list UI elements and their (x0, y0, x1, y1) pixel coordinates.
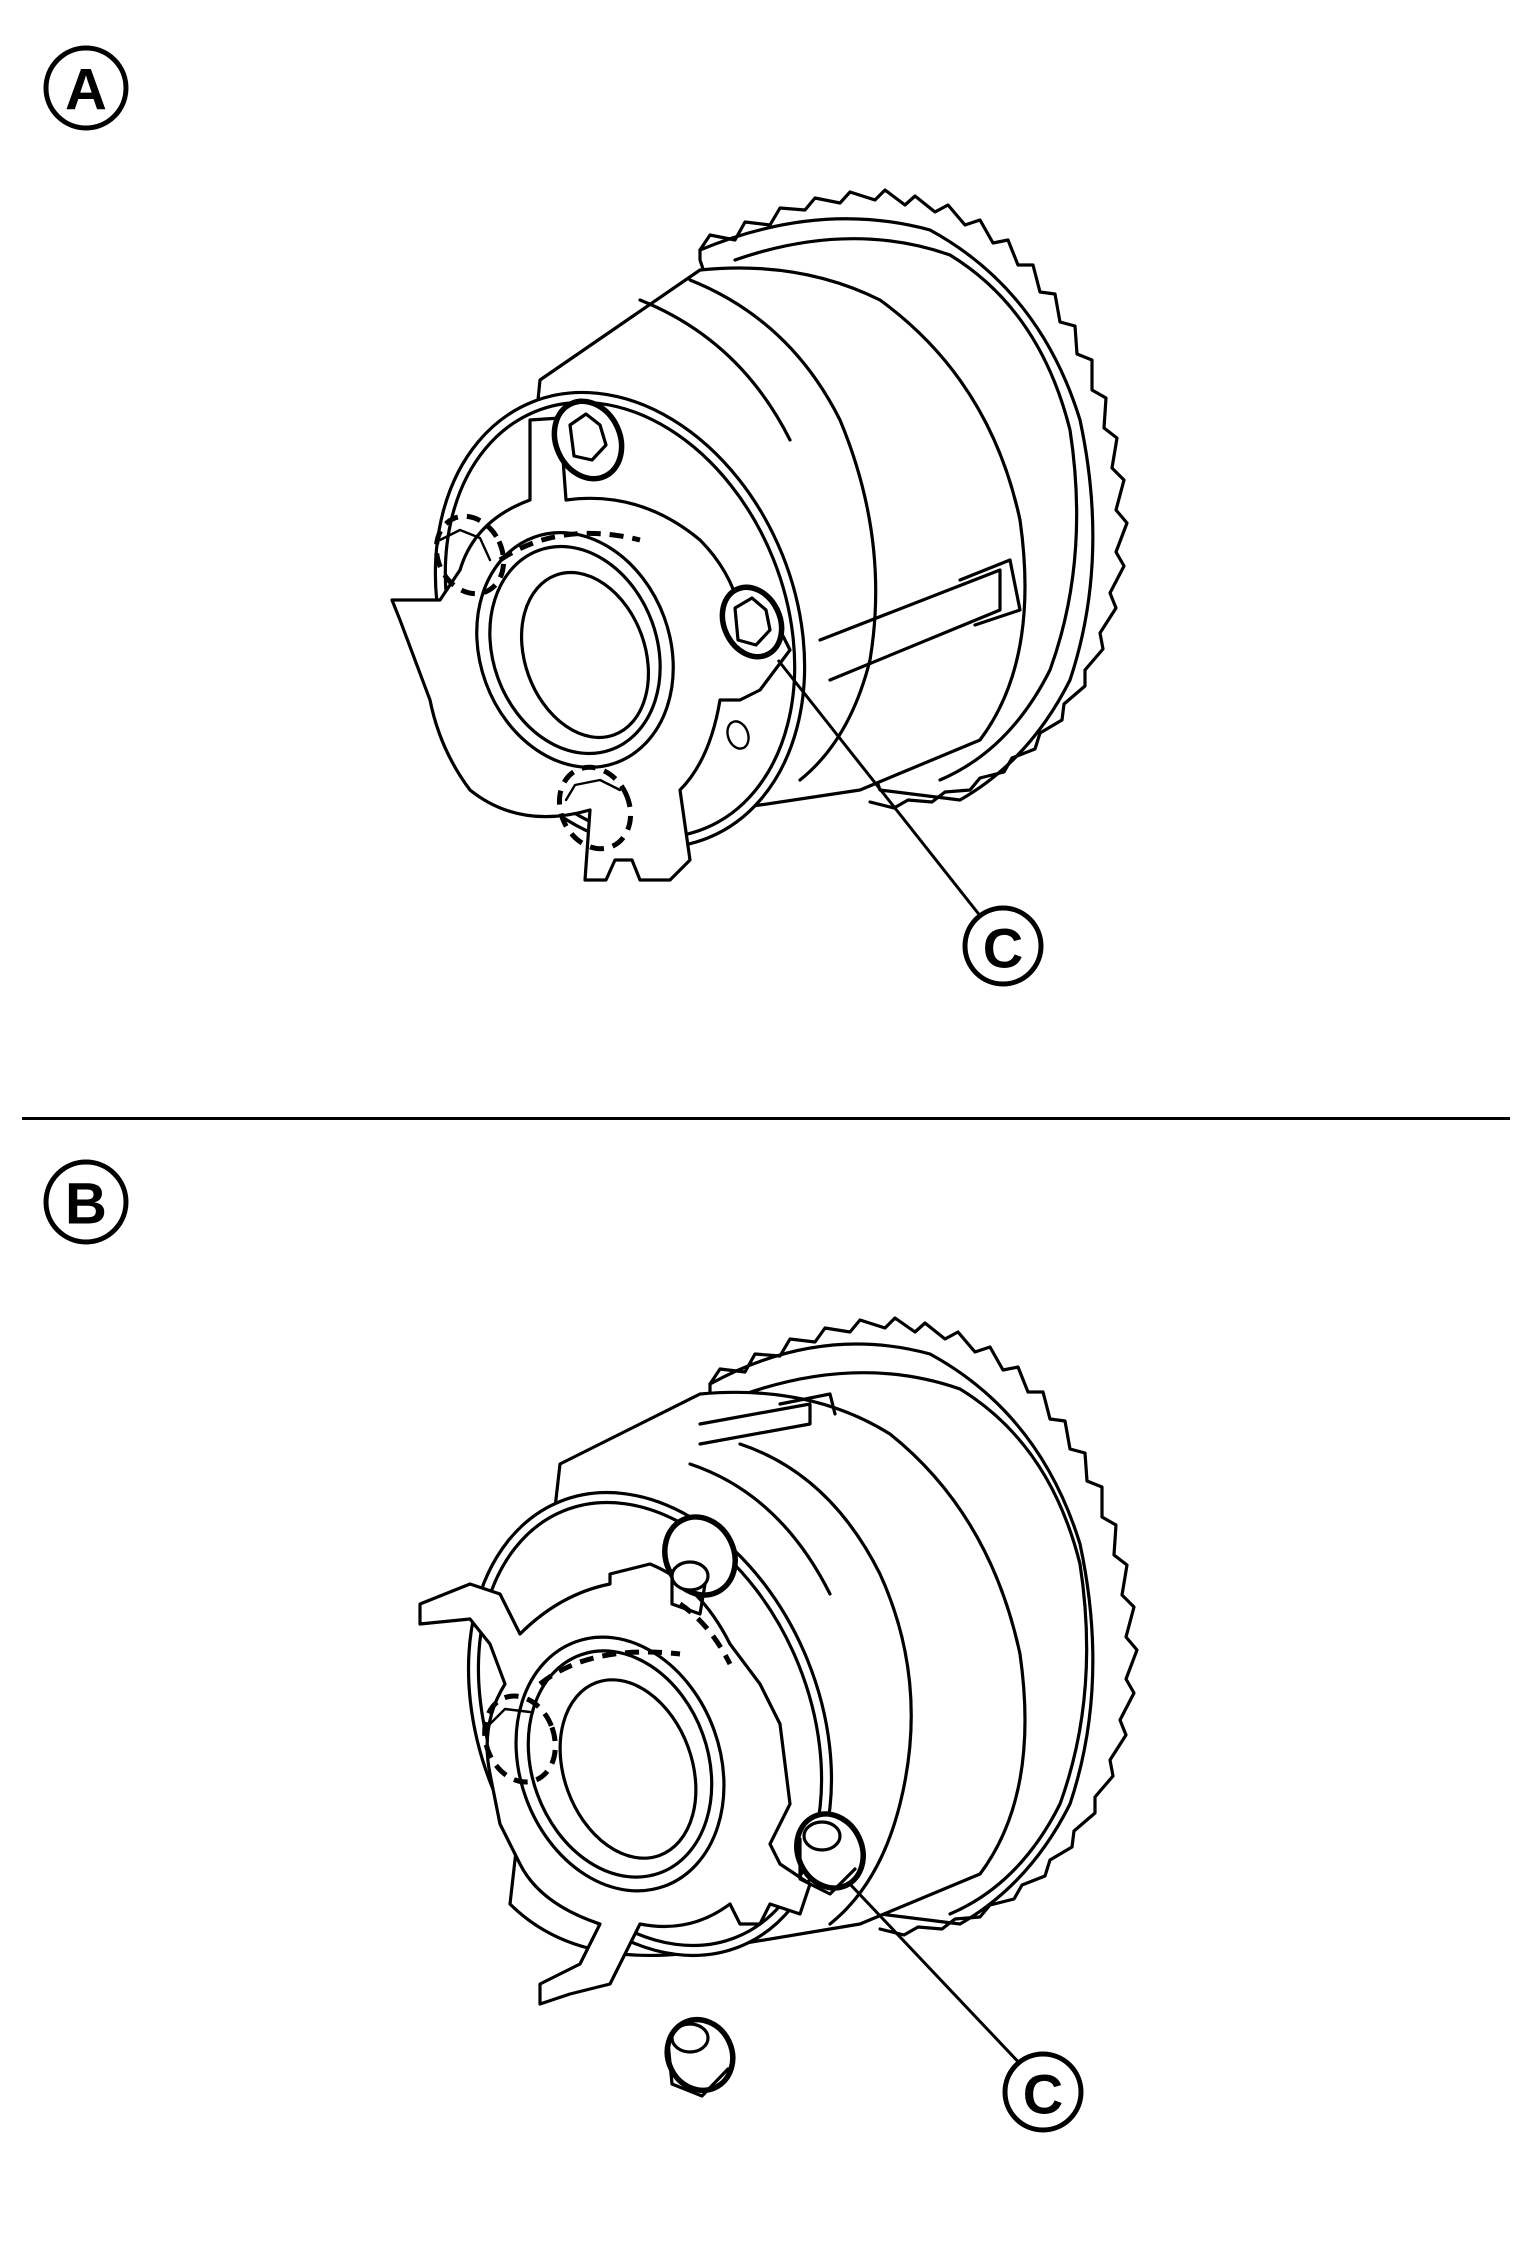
bolt-right-b (794, 1811, 866, 1896)
bolt-bottom-b (664, 2016, 736, 2098)
retaining-plate-b (418, 1562, 812, 2006)
callout-c-a: C (776, 659, 1044, 987)
panel-divider (22, 1117, 1510, 1120)
bolt-right-a (719, 584, 785, 660)
callout-c-b: C (846, 1880, 1084, 2133)
hidden-feature-left-a (433, 513, 507, 597)
camshaft-sprocket-drawing-b: B (43, 1159, 1139, 2133)
hidden-arc-b (538, 1601, 733, 1686)
camshaft-sprocket-drawing-a: A (43, 45, 1129, 987)
panel-label-b: B (43, 1159, 129, 1245)
panel-label-a-text: A (65, 58, 107, 123)
callout-c-b-text: C (1023, 2063, 1063, 2126)
panel-b: B (0, 1124, 1535, 2244)
panel-label-a: A (43, 45, 129, 131)
panel-label-b-text: B (65, 1172, 107, 1237)
panel-a: A (0, 0, 1535, 1120)
hidden-feature-left-b (482, 1693, 558, 1785)
bolt-top-a (551, 398, 625, 482)
callout-c-a-text: C (983, 917, 1023, 980)
hidden-feature-bottom-a (556, 764, 634, 852)
bolt-top-b (662, 1514, 738, 1616)
hidden-arc-a (498, 530, 641, 563)
